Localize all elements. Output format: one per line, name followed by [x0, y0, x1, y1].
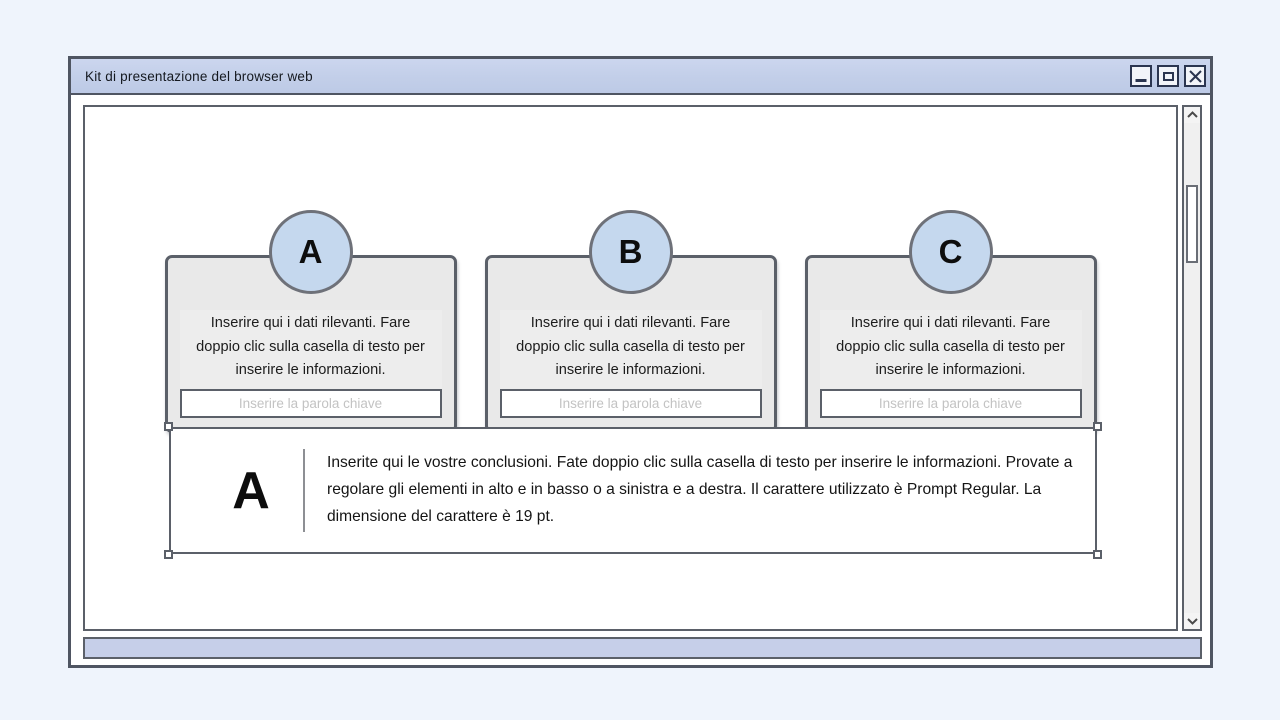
chevron-down-icon	[1186, 618, 1198, 625]
keyword-placeholder-b: Inserire la parola chiave	[558, 395, 703, 411]
keyword-input-a[interactable]: Inserire la parola chiave	[179, 388, 442, 418]
conclusion-divider	[303, 449, 305, 532]
slide-canvas[interactable]: A Inserire qui i dati rilevanti. Fare do…	[83, 105, 1178, 631]
keyword-input-c[interactable]: Inserire la parola chiave	[819, 388, 1082, 418]
card-badge-b: B	[588, 210, 673, 294]
window-title: Kit di presentazione del browser web	[85, 68, 313, 84]
maximize-icon	[1162, 71, 1174, 81]
resize-handle-top-left[interactable]	[164, 422, 173, 431]
close-icon	[1188, 69, 1202, 83]
card-c[interactable]: C Inserire qui i dati rilevanti. Fare do…	[804, 210, 1097, 433]
card-text-a[interactable]: Inserire qui i dati rilevanti. Fare dopp…	[179, 310, 442, 389]
card-badge-a: A	[268, 210, 353, 294]
resize-handle-bottom-right[interactable]	[1093, 550, 1102, 559]
close-button[interactable]	[1184, 65, 1206, 87]
keyword-input-b[interactable]: Inserire la parola chiave	[499, 388, 762, 418]
conclusion-box-selection[interactable]: A Inserite qui le vostre conclusioni. Fa…	[164, 422, 1102, 559]
maximize-button[interactable]	[1157, 65, 1179, 87]
card-text-c[interactable]: Inserire qui i dati rilevanti. Fare dopp…	[819, 310, 1082, 389]
scroll-up-button[interactable]	[1184, 107, 1200, 123]
card-b[interactable]: B Inserire qui i dati rilevanti. Fare do…	[484, 210, 777, 433]
keyword-placeholder-c: Inserire la parola chiave	[878, 395, 1023, 411]
chevron-up-icon	[1186, 111, 1198, 118]
conclusion-box[interactable]: A Inserite qui le vostre conclusioni. Fa…	[169, 427, 1097, 554]
keyword-placeholder-a: Inserire la parola chiave	[238, 395, 383, 411]
minimize-icon	[1135, 79, 1147, 82]
application-window: Kit di presentazione del browser web	[68, 56, 1213, 668]
card-a[interactable]: A Inserire qui i dati rilevanti. Fare do…	[164, 210, 457, 433]
minimize-button[interactable]	[1130, 65, 1152, 87]
scrollbar-thumb[interactable]	[1186, 185, 1198, 263]
window-controls	[1130, 65, 1206, 87]
resize-handle-bottom-left[interactable]	[164, 550, 173, 559]
conclusion-text[interactable]: Inserite qui le vostre conclusioni. Fate…	[327, 454, 1073, 525]
title-bar[interactable]: Kit di presentazione del browser web	[71, 59, 1210, 95]
conclusion-letter: A	[232, 461, 270, 520]
vertical-scrollbar[interactable]	[1182, 105, 1202, 631]
window-body: A Inserire qui i dati rilevanti. Fare do…	[71, 95, 1210, 665]
card-text-b[interactable]: Inserire qui i dati rilevanti. Fare dopp…	[499, 310, 762, 389]
card-body-c[interactable]: Inserire qui i dati rilevanti. Fare dopp…	[804, 255, 1097, 433]
canvas-row: A Inserire qui i dati rilevanti. Fare do…	[83, 105, 1202, 631]
card-badge-c: C	[908, 210, 993, 294]
status-bar	[83, 637, 1202, 659]
scrollbar-track[interactable]	[1184, 123, 1200, 613]
scroll-down-button[interactable]	[1184, 613, 1200, 629]
cards-row: A Inserire qui i dati rilevanti. Fare do…	[85, 210, 1176, 433]
resize-handle-top-right[interactable]	[1093, 422, 1102, 431]
